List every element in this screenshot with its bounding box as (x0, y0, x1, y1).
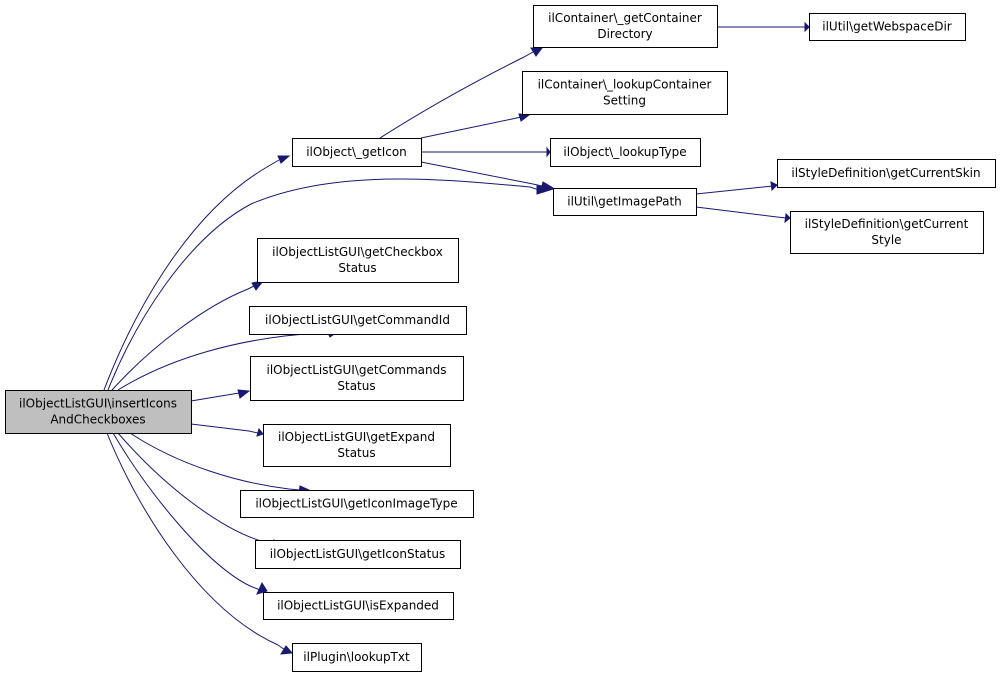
edge-line (117, 432, 273, 546)
node-label: ilObjectListGUI\isExpanded (277, 599, 439, 613)
node-label: ilObjectListGUI\getExpand (278, 430, 435, 444)
edge-root-to-getIcon (103, 155, 291, 391)
node-box[interactable] (809, 13, 966, 41)
node-getCommandId[interactable]: ilObjectListGUI\getCommandId (249, 306, 467, 335)
node-getWebspaceDir[interactable]: ilUtil\getWebspaceDir (809, 13, 966, 41)
node-label: Setting (603, 94, 646, 108)
edge-arrowhead (804, 21, 810, 33)
edge-line (190, 392, 241, 402)
edge-root-to-getExpandStatus (190, 423, 264, 437)
edge-arrowhead (540, 181, 555, 191)
edge-root-to-getCheckboxStatus (111, 280, 265, 391)
edge-line (695, 185, 774, 195)
node-label: ilUtil\getImagePath (567, 195, 682, 209)
edge-line (129, 432, 301, 491)
node-box[interactable] (255, 540, 461, 569)
edge-line (379, 51, 534, 139)
node-label: ilContainer\_lookupContainer (538, 78, 712, 92)
edge-line (112, 432, 261, 591)
node-label: ilObjectListGUI\insertIcons (19, 397, 177, 411)
edge-getIcon-to-getImagePath (420, 161, 555, 191)
edge-arrowhead (518, 113, 531, 122)
edge-arrowhead (280, 645, 294, 655)
node-label: Status (338, 261, 376, 275)
edge-line (420, 116, 522, 139)
node-box[interactable] (250, 356, 464, 401)
node-isExpanded[interactable]: ilObjectListGUI\isExpanded (263, 592, 454, 620)
node-label: Directory (597, 27, 652, 41)
node-lookupType[interactable]: ilObject\_lookupType (550, 138, 701, 167)
edge-getImagePath-to-getCurrentSkin (695, 181, 778, 195)
node-box[interactable] (533, 5, 718, 48)
node-box[interactable] (522, 71, 728, 115)
edge-getImagePath-to-getCurrentStyle (695, 206, 791, 224)
edge-line (106, 432, 286, 651)
node-label: ilStyleDefinition\getCurrent (805, 217, 969, 231)
edge-getIcon-to-lookupContainerSetting (420, 113, 531, 139)
node-label: ilObjectListGUI\getIconStatus (270, 547, 445, 561)
node-label: ilObjectListGUI\getIconImageType (255, 497, 457, 511)
edge-line (107, 178, 540, 391)
nodes-layer: ilObjectListGUI\insertIconsAndCheckboxes… (5, 5, 996, 672)
node-box[interactable] (240, 490, 474, 518)
node-label: ilObjectListGUI\getCheckbox (272, 245, 443, 259)
node-label: Status (337, 446, 375, 460)
node-getIconImageType[interactable]: ilObjectListGUI\getIconImageType (240, 490, 474, 518)
node-box[interactable] (263, 424, 451, 467)
edge-arrowhead (784, 212, 791, 224)
edge-root-to-isExpanded (112, 432, 268, 595)
node-box[interactable] (790, 211, 984, 254)
edge-root-to-getCommandsStatus (190, 389, 251, 402)
edge-getContainerDirectory-to-getWebspaceDir (717, 21, 810, 33)
node-label: ilObjectListGUI\getCommands (266, 363, 446, 377)
node-label: ilStyleDefinition\getCurrentSkin (791, 166, 980, 180)
edge-arrowhead (256, 427, 264, 437)
edge-line (695, 206, 787, 219)
edge-getIcon-to-lookupType (421, 146, 551, 158)
node-lookupTxt[interactable]: ilPlugin\lookupTxt (292, 643, 422, 672)
node-getCurrentSkin[interactable]: ilStyleDefinition\getCurrentSkin (777, 159, 996, 188)
node-box[interactable] (292, 138, 422, 167)
node-label: ilContainer\_getContainer (548, 11, 702, 25)
node-getIconStatus[interactable]: ilObjectListGUI\getIconStatus (255, 540, 461, 569)
node-getImagePath[interactable]: ilUtil\getImagePath (553, 188, 697, 216)
node-label: ilObjectListGUI\getCommandId (265, 313, 450, 327)
node-label: Style (871, 233, 901, 247)
node-box[interactable] (249, 306, 467, 335)
edge-arrowhead (277, 155, 291, 164)
edge-line (103, 159, 280, 391)
node-box[interactable] (5, 390, 192, 434)
node-label: ilUtil\getWebspaceDir (822, 20, 952, 34)
node-box[interactable] (550, 138, 701, 167)
edge-arrowhead (237, 389, 251, 399)
edge-line (190, 423, 259, 434)
node-box[interactable] (292, 643, 422, 672)
edge-line (420, 161, 543, 187)
node-label: AndCheckboxes (50, 413, 145, 427)
edge-root-to-lookupTxt (106, 432, 294, 655)
node-label: ilPlugin\lookupTxt (303, 650, 410, 664)
node-box[interactable] (263, 592, 454, 620)
node-box[interactable] (257, 238, 459, 283)
node-getIcon[interactable]: ilObject\_getIcon (292, 138, 422, 167)
edge-getIcon-to-getContainerDirectory (379, 47, 543, 139)
node-box[interactable] (777, 159, 996, 188)
node-label: Status (337, 379, 375, 393)
edge-arrowhead (546, 146, 551, 158)
node-label: ilObject\_lookupType (563, 145, 686, 159)
edge-line (111, 285, 255, 391)
node-label: ilObject\_getIcon (306, 145, 407, 159)
edge-arrowhead (256, 581, 268, 595)
edge-arrowhead (770, 181, 778, 192)
node-box[interactable] (553, 188, 697, 216)
